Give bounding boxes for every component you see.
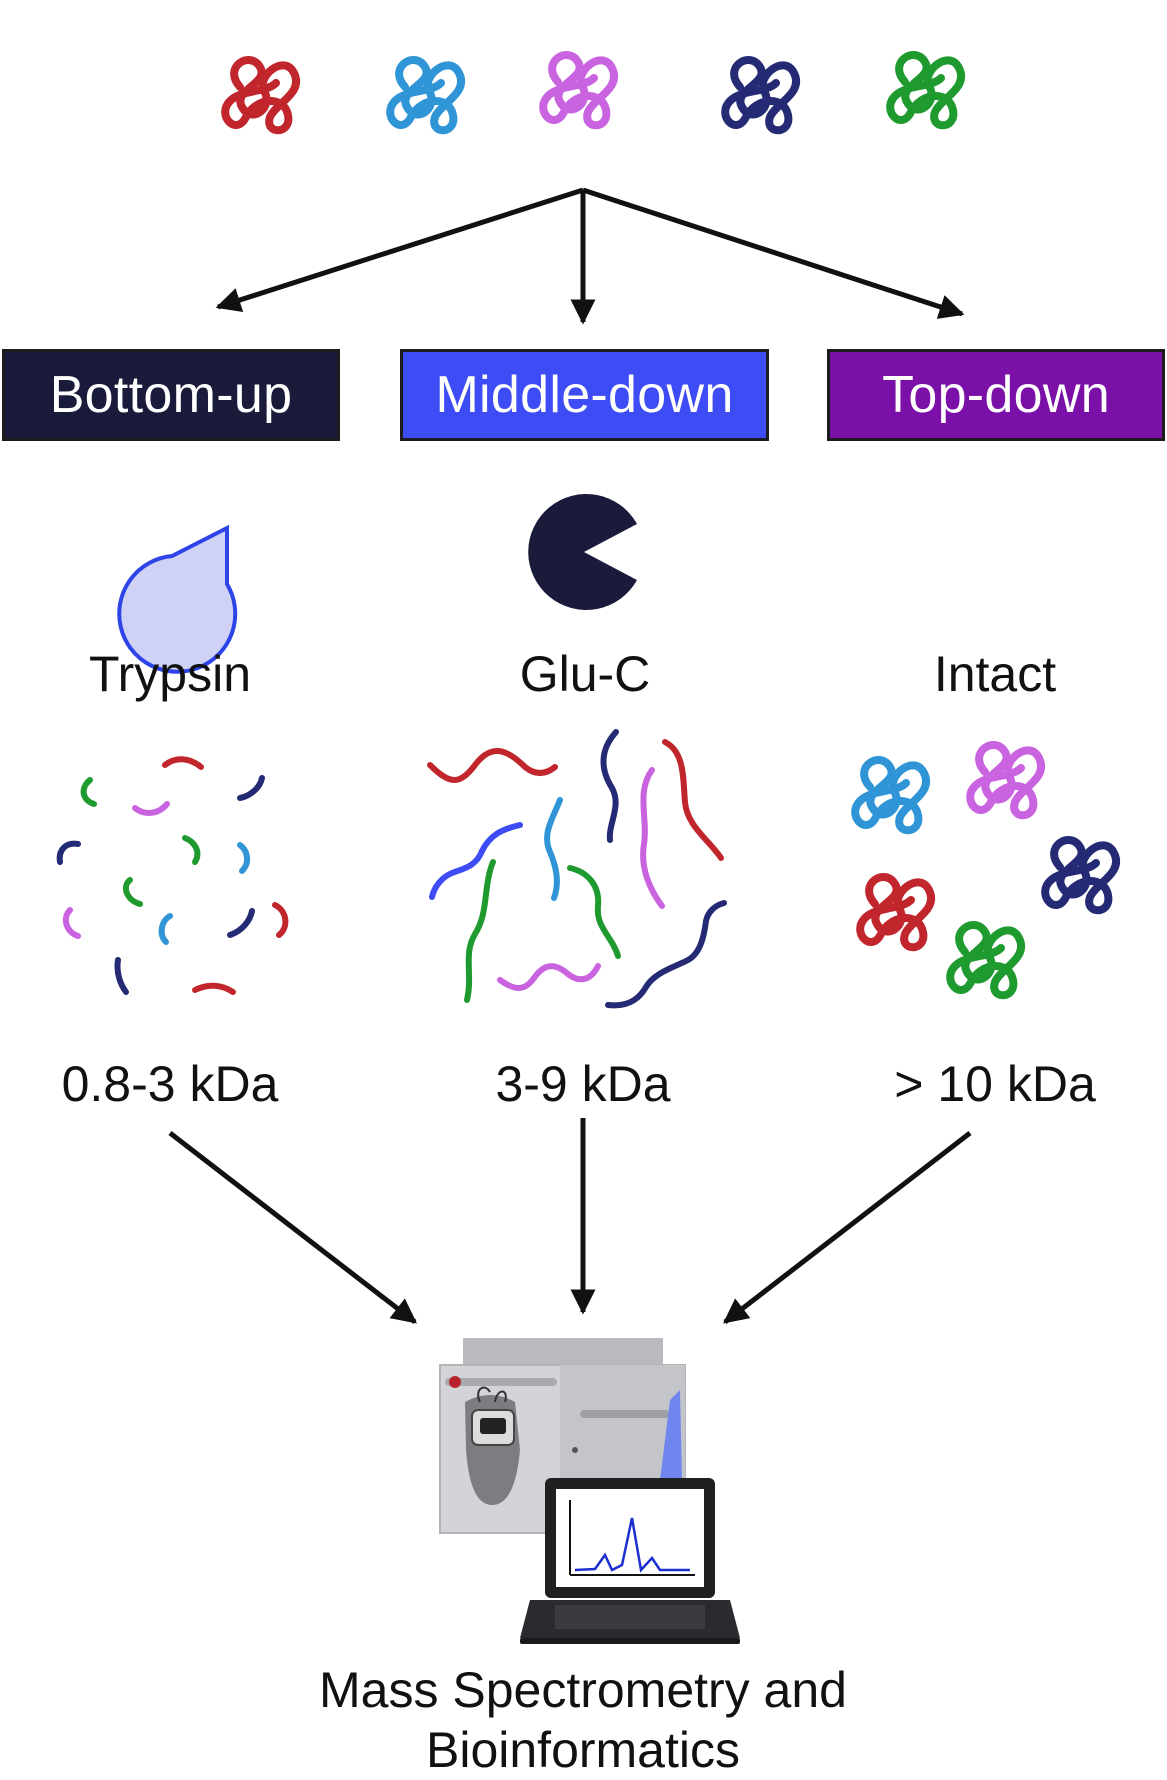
protein-coil-icon <box>390 60 461 130</box>
enzyme-pacman-icon <box>117 524 238 674</box>
protein-coil-icon <box>855 760 926 830</box>
split-arrows <box>215 187 965 325</box>
protein-coil-icon <box>1045 840 1116 910</box>
mass-range-middle-down: 3-9 kDa <box>495 1056 671 1112</box>
bottom-up-box: Bottom-up <box>2 349 340 441</box>
middle-down-label: Middle-down <box>435 366 734 424</box>
protein-coil-icon <box>543 55 614 125</box>
mass-range-bottom-up: 0.8-3 kDa <box>61 1056 279 1112</box>
mass-range-top-down: > 10 kDa <box>894 1056 1096 1112</box>
protein-coil-icon <box>950 925 1021 995</box>
footer-line-2: Bioinformatics <box>426 1722 740 1778</box>
footer-line-1: Mass Spectrometry and <box>319 1662 847 1718</box>
enzyme-label-intact: Intact <box>933 646 1057 702</box>
footer-caption: Mass Spectrometry and Bioinformatics <box>183 1660 983 1780</box>
middle-down-box: Middle-down <box>400 349 769 441</box>
bottom-up-label: Bottom-up <box>49 366 293 424</box>
protein-coil-icon <box>890 55 961 125</box>
enzyme-label-gluc: Glu-C <box>519 646 651 702</box>
protein-coil-icon <box>225 60 296 130</box>
protein-coil-icon <box>970 745 1041 815</box>
merge-arrows <box>168 1118 972 1324</box>
top-down-label: Top-down <box>882 366 1110 424</box>
laptop-spectrum-icon <box>520 1478 740 1644</box>
peptide-fragments <box>427 729 727 1009</box>
top-down-box: Top-down <box>827 349 1165 441</box>
protein-coil-icon <box>725 60 796 130</box>
enzyme-pacman-icon <box>528 494 637 610</box>
peptide-fragments <box>56 756 289 995</box>
enzyme-label-trypsin: Trypsin <box>88 646 252 702</box>
protein-coil-icon <box>860 877 931 947</box>
